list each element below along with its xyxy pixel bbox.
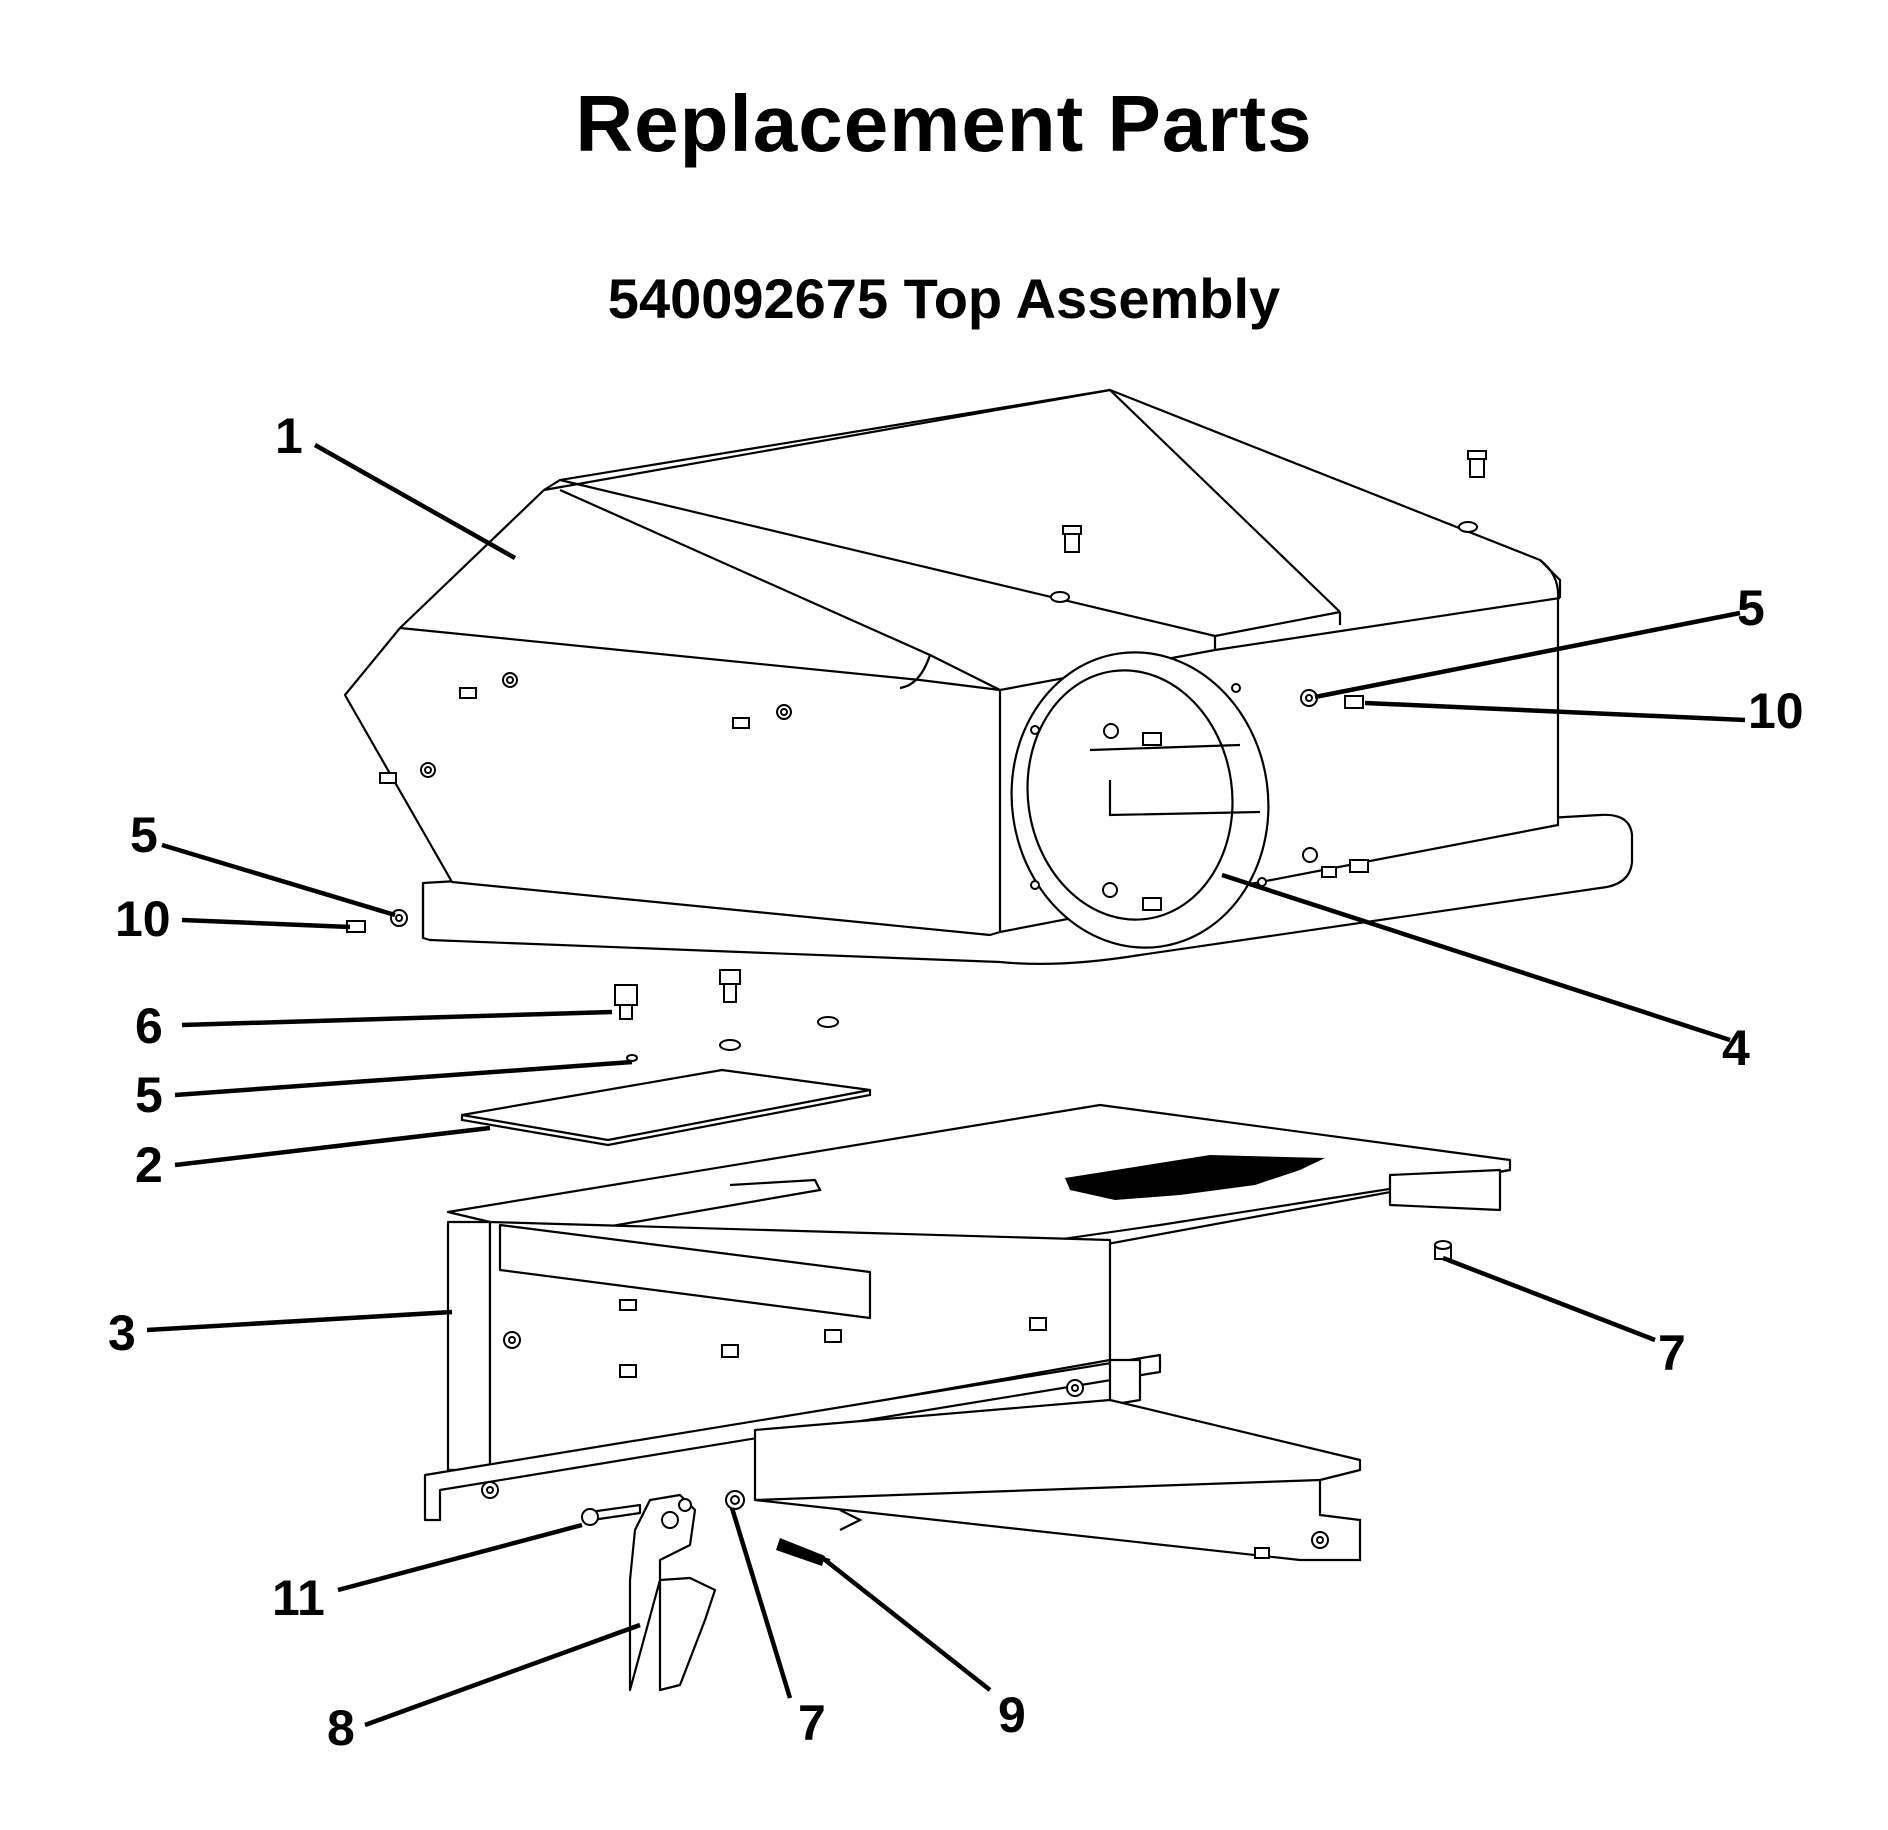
page-title: Replacement Parts [575, 79, 1313, 168]
callout-9: 9 [998, 1687, 1026, 1743]
cover-fasteners [346, 450, 1487, 933]
part-6-bolts [614, 969, 839, 1062]
part-11-pin [581, 1503, 642, 1526]
callout-7-right: 7 [1658, 1325, 1686, 1381]
callout-10-left: 10 [115, 891, 171, 947]
callout-10-top-right: 10 [1748, 683, 1804, 739]
callout-11: 11 [272, 1570, 325, 1626]
part-3-tray-frame [423, 1103, 1512, 1562]
callout-5-left: 5 [130, 807, 158, 863]
part-4-duct-ring [1010, 651, 1270, 949]
callout-6: 6 [135, 998, 163, 1054]
callout-5-mid: 5 [135, 1067, 163, 1123]
callout-2: 2 [135, 1137, 163, 1193]
part-2-plate [460, 1068, 872, 1147]
callout-4: 4 [1722, 1020, 1750, 1076]
vent-mesh [1065, 1155, 1325, 1200]
callout-3: 3 [108, 1305, 136, 1361]
callout-1: 1 [275, 408, 303, 464]
leader-lines [146, 443, 1746, 1728]
part-9-spring [776, 1538, 831, 1566]
callout-8: 8 [327, 1700, 355, 1756]
part-8-latch [628, 1493, 717, 1692]
callout-5-top-right: 5 [1737, 580, 1765, 636]
callout-numbers: 1 5 10 5 10 4 6 5 2 3 7 11 8 7 9 [108, 408, 1804, 1756]
part-1-top-cover [343, 388, 1634, 965]
assembly-subtitle: 540092675 Top Assembly [607, 267, 1281, 330]
callout-7-bottom: 7 [798, 1695, 826, 1751]
